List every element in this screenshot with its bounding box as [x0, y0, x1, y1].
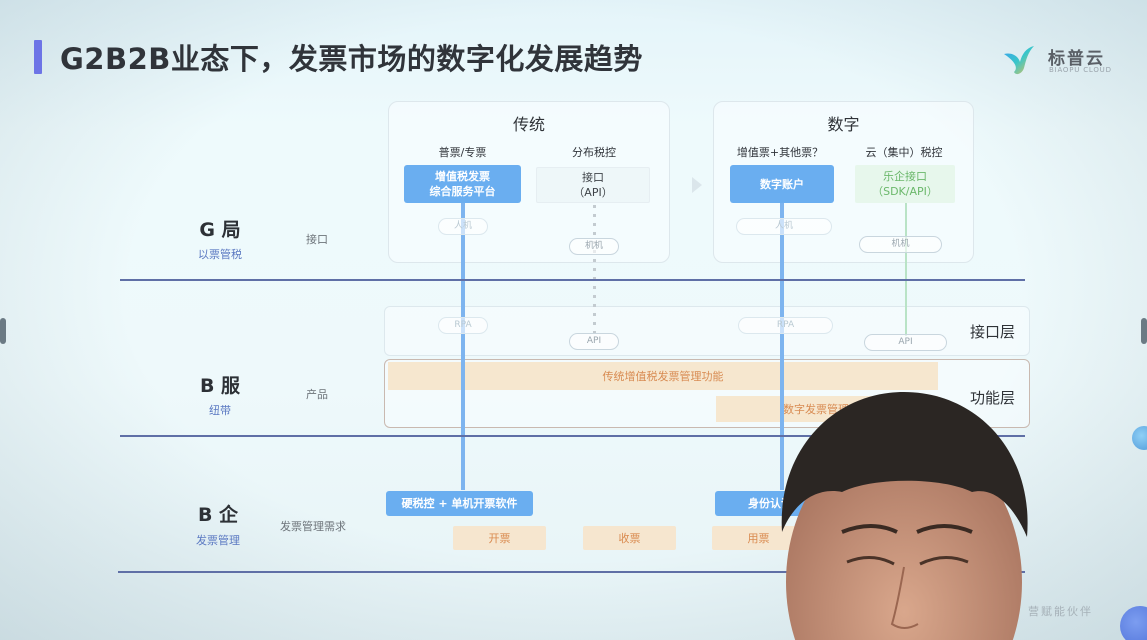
vat-service-platform-box: 增值税发票 综合服务平台 [404, 165, 521, 203]
human-machine-pill: 人机 [438, 218, 488, 235]
row-b-enterprise-title: B 企 [197, 504, 239, 526]
digital-flow-line [780, 203, 784, 490]
api-interface-box: 接口 （API） [536, 167, 650, 203]
traditional-api-dotted-line [593, 205, 596, 333]
footer-tagline: 营赋能伙伴 [1028, 605, 1093, 618]
row-b-enterprise-middle: 发票管理需求 [280, 520, 346, 533]
brand-subtitle: BIAOPU CLOUD [1049, 66, 1112, 74]
box-label: 身份认证 [748, 497, 792, 510]
row-g-title: G 局 [199, 219, 241, 241]
box-line: 数字账户 [760, 177, 804, 191]
box-label: 硬税控 + 单机开票软件 [401, 497, 518, 510]
action-label: 收票 [618, 532, 641, 545]
api-pill: API [569, 333, 619, 350]
floating-assistant-button[interactable] [1132, 426, 1147, 450]
brand-logo: 标普云 BIAOPU CLOUD [1000, 40, 1140, 80]
interface-layer-label: 接口层 [970, 323, 1016, 341]
machine-machine-pill: 机机 [859, 236, 942, 253]
slide-next-handle[interactable] [1141, 318, 1147, 344]
digital-panel-title: 数字 [827, 115, 860, 134]
box-line: 接口 [582, 171, 604, 184]
traditional-col1-heading: 普票/专票 [438, 146, 487, 159]
tax-control-software-box: 硬税控 + 单机开票软件 [386, 491, 533, 516]
slide-prev-handle[interactable] [0, 318, 6, 344]
api-pill: API [864, 334, 947, 351]
digital-col1-heading: 增值票+其他票？ [736, 146, 824, 159]
leqi-interface-box: 乐企接口 （SDK/API） [855, 165, 955, 203]
function-layer-label: 功能层 [970, 389, 1016, 407]
traditional-panel-title: 传统 [512, 115, 545, 134]
box-line: 综合服务平台 [429, 185, 496, 198]
issue-invoice-action: 开票 [453, 526, 546, 550]
arrow-right-icon [692, 177, 702, 193]
row-divider-b-service [120, 435, 1025, 437]
box-line: 增值税发票 [435, 170, 490, 183]
row-b-service-middle: 产品 [306, 388, 328, 401]
bird-logo-icon [1004, 46, 1034, 75]
rpa-pill: RPA [738, 317, 833, 334]
floating-menu-button[interactable] [1120, 606, 1147, 640]
row-divider-g [120, 279, 1025, 281]
box-line: 乐企接口 [883, 170, 927, 183]
machine-machine-pill: 机机 [569, 238, 619, 255]
slide-title: G2B2B业态下，发票市场的数字化发展趋势 [60, 42, 643, 76]
traditional-flow-line [461, 203, 465, 490]
row-b-enterprise-subtitle: 发票管理 [196, 534, 240, 547]
action-label: 开票 [488, 532, 511, 545]
box-line: （API） [573, 186, 613, 199]
receive-invoice-action: 收票 [583, 526, 676, 550]
action-label: 用票 [747, 532, 770, 545]
traditional-col2-heading: 分布税控 [572, 146, 616, 159]
row-divider-b-enterprise [118, 571, 1025, 573]
title-accent-bar [34, 40, 42, 74]
row-g-middle: 接口 [306, 233, 328, 246]
digital-col2-heading: 云（集中）税控 [865, 146, 943, 159]
box-line: （SDK/API） [872, 185, 938, 198]
brand-name: 标普云 [1048, 49, 1105, 69]
row-b-service-title: B 服 [199, 375, 241, 397]
presenter-video-overlay [781, 392, 1028, 640]
leqi-flow-line [905, 203, 907, 336]
traditional-function-bar: 传统增值税发票管理功能 [388, 362, 938, 390]
row-b-service-subtitle: 纽带 [209, 404, 231, 417]
digital-account-box: 数字账户 [730, 165, 834, 203]
human-machine-pill: 人机 [736, 218, 832, 235]
rpa-pill: RPA [438, 317, 488, 334]
bar-label: 传统增值税发票管理功能 [602, 370, 724, 383]
row-g-subtitle: 以票管税 [198, 248, 242, 261]
